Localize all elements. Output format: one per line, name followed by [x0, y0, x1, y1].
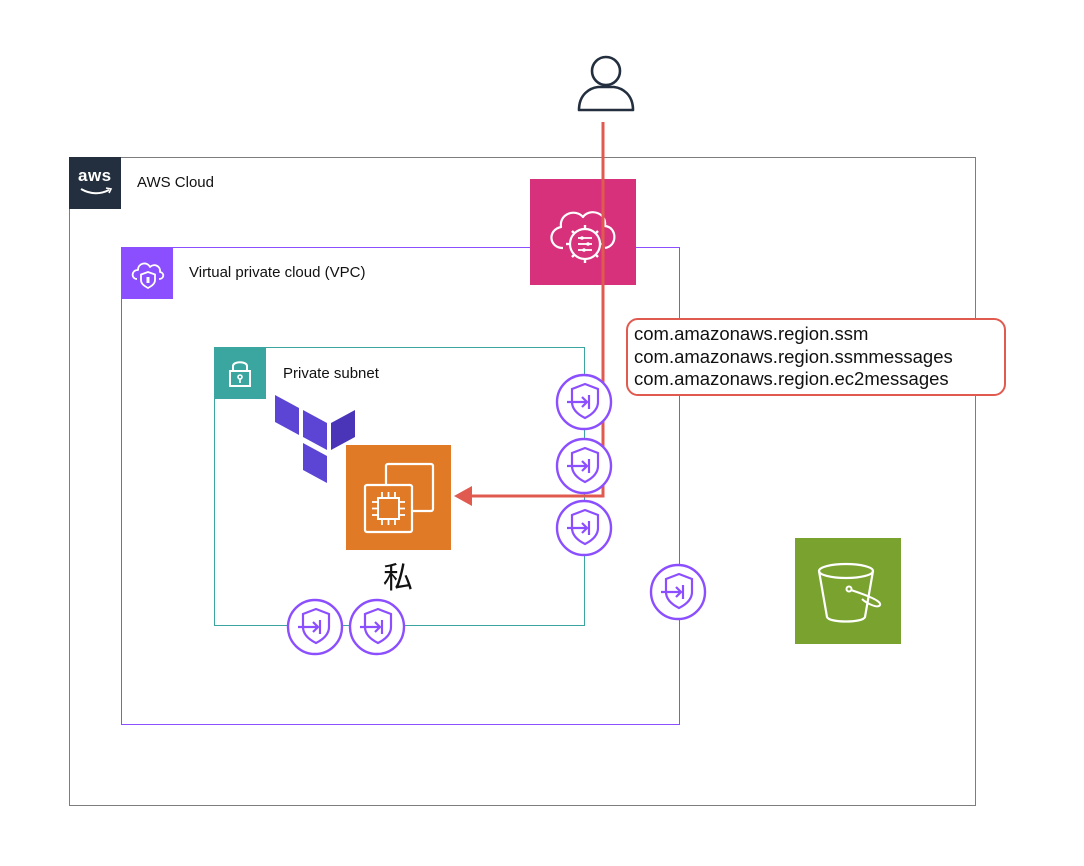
aws-cloud-label: AWS Cloud	[137, 174, 214, 191]
vpc-icon	[121, 247, 173, 299]
endpoint-service-ssmmessages: com.amazonaws.region.ssmmessages	[634, 345, 953, 367]
lock-icon	[214, 347, 266, 399]
aws-logo-text: aws	[78, 166, 112, 185]
terraform-logo	[275, 395, 355, 487]
vpc-endpoint-icon	[348, 598, 406, 656]
endpoint-service-ssm: com.amazonaws.region.ssm	[634, 323, 869, 344]
vpc-endpoint-icon	[555, 499, 613, 557]
endpoint-services-callout: com.amazonaws.region.ssm com.amazonaws.r…	[626, 318, 1006, 396]
s3-bucket-icon	[795, 538, 901, 644]
vpc-label: Virtual private cloud (VPC)	[189, 264, 366, 281]
ec2-instance-icon	[346, 445, 451, 550]
user-icon	[576, 52, 636, 114]
private-subnet-label: Private subnet	[283, 365, 379, 382]
aws-cloud-group	[69, 157, 976, 806]
vpc-endpoint-icon	[555, 437, 613, 495]
ec2-caption: 私	[383, 561, 413, 596]
vpc-endpoint-icon	[649, 563, 707, 621]
systems-manager-icon	[530, 179, 636, 285]
vpc-endpoint-icon	[286, 598, 344, 656]
vpc-endpoint-icon	[555, 373, 613, 431]
vpc-group	[121, 247, 680, 725]
aws-logo: aws	[69, 157, 121, 209]
endpoint-service-ec2messages: com.amazonaws.region.ec2messages	[634, 368, 949, 389]
